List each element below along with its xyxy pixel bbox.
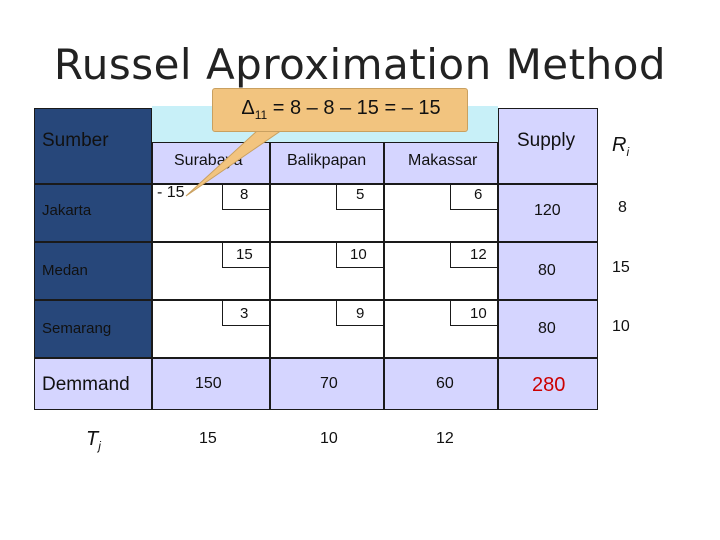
tj-label: Tj [86, 428, 101, 453]
row-cell-medan [34, 242, 152, 300]
cost-corner-box [336, 184, 384, 210]
cost-value: 15 [236, 246, 253, 263]
page-title: Russel Aproximation Method [53, 40, 667, 89]
cost-value: 5 [356, 186, 365, 203]
cost-corner-box [450, 184, 498, 210]
cost-corner-box [450, 242, 498, 268]
total-value: 280 [532, 374, 566, 396]
ri-label: Ri [612, 134, 630, 159]
cost-corner-box [336, 242, 384, 268]
ri-value: 15 [612, 259, 630, 276]
row-cell-jakarta [34, 184, 152, 242]
demand-value: 150 [195, 375, 222, 392]
supply-value: 120 [534, 202, 561, 219]
cost-value: 6 [474, 186, 483, 203]
cost-value: 8 [240, 186, 249, 203]
sumber-header-cell [34, 108, 152, 184]
tj-value: 12 [436, 430, 454, 447]
cost-corner-box [450, 300, 498, 326]
cost-value: 10 [350, 246, 367, 263]
sumber-label: Sumber [42, 130, 109, 151]
supply-value: 80 [538, 320, 556, 337]
cost-corner-box [222, 184, 270, 210]
tj-value: 10 [320, 430, 338, 447]
cost-corner-box [222, 242, 270, 268]
cost-value: 12 [470, 246, 487, 263]
col-header-balikpapan [270, 142, 384, 184]
demand-label-cell [34, 358, 152, 410]
demand-cell-surabaya [152, 358, 270, 410]
col-label-makassar: Makassar [408, 152, 478, 169]
supply-value: 80 [538, 262, 556, 279]
demand-value: 60 [436, 375, 454, 392]
delta-note: - 15 [157, 184, 185, 201]
supply-cell-medan [498, 242, 598, 300]
cost-corner-box [336, 300, 384, 326]
total-cell [498, 358, 598, 410]
demand-value: 70 [320, 375, 338, 392]
delta-callout: Δ11 = 8 – 8 – 15 = – 15 [212, 88, 468, 132]
row-label-semarang: Semarang [42, 320, 112, 337]
row-label-medan: Medan [42, 262, 88, 279]
col-label-balikpapan: Balikpapan [287, 152, 367, 169]
col-header-makassar [384, 142, 498, 184]
row-label-jakarta: Jakarta [42, 202, 92, 219]
callout-text: Δ11 = 8 – 8 – 15 = – 15 [241, 97, 441, 122]
cost-value: 3 [240, 305, 249, 322]
cost-corner-box [222, 300, 270, 326]
ri-value: 8 [618, 199, 627, 216]
supply-header-cell [498, 108, 598, 184]
demand-cell-makassar [384, 358, 498, 410]
demand-label: Demmand [42, 374, 130, 395]
ri-value: 10 [612, 318, 630, 335]
demand-cell-balikpapan [270, 358, 384, 410]
cost-value: 10 [470, 305, 487, 322]
tj-value: 15 [199, 430, 217, 447]
supply-label: Supply [517, 130, 576, 151]
row-cell-semarang [34, 300, 152, 358]
cost-value: 9 [356, 305, 365, 322]
supply-cell-semarang [498, 300, 598, 358]
supply-cell-jakarta [498, 184, 598, 242]
